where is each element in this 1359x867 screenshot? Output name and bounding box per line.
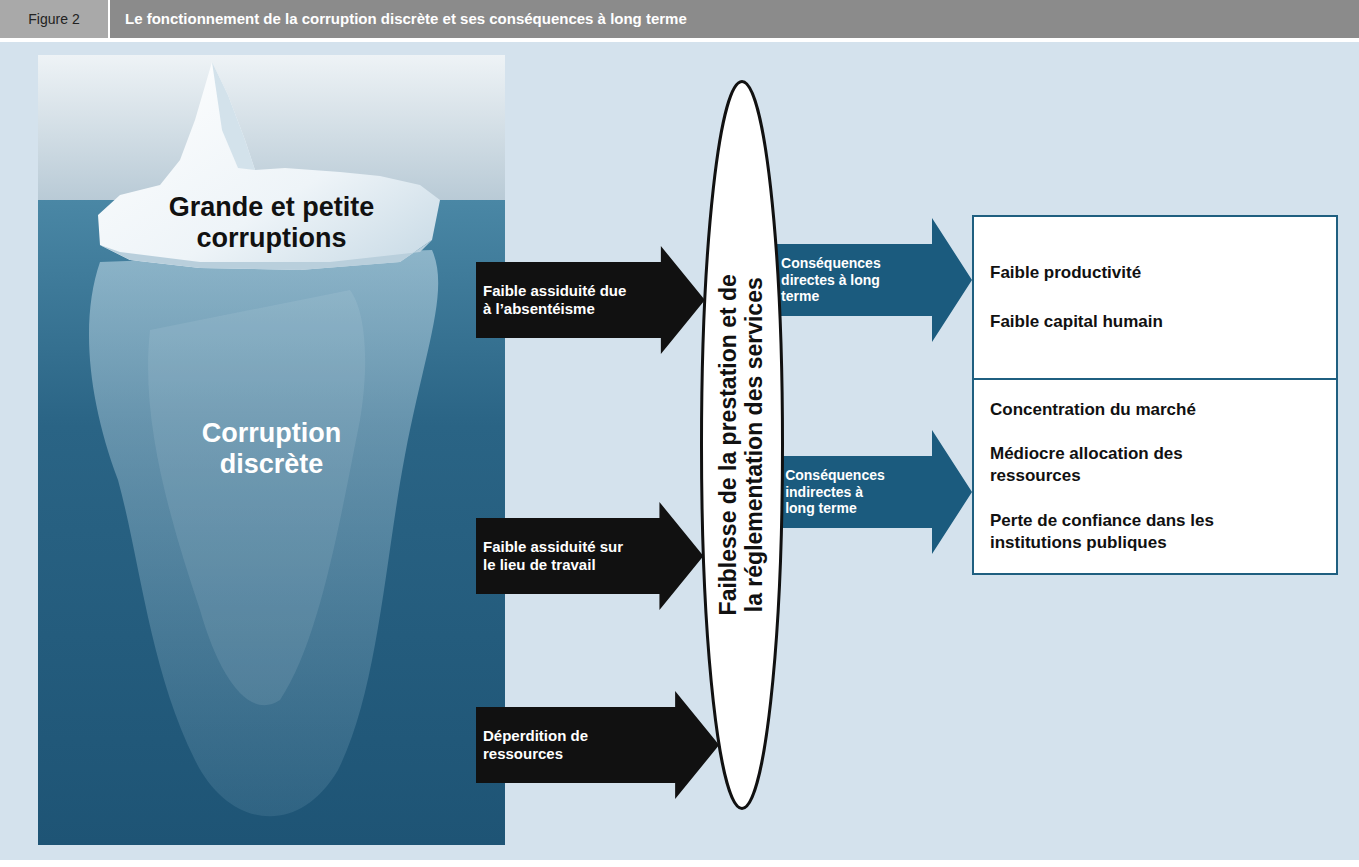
- iceberg-shade: [212, 62, 255, 170]
- box-item: Médiocre allocation des ressources: [990, 443, 1190, 487]
- box-item: Perte de confiance dans les institutions…: [990, 510, 1225, 554]
- iceberg-illustration: [38, 55, 505, 845]
- arrow-label: Conséquences indirectes à long terme: [785, 467, 891, 516]
- iceberg-heading: Corruption discrète: [172, 418, 372, 480]
- ellipse-shape: [702, 82, 783, 809]
- block-arrow: [774, 218, 972, 342]
- iceberg-panel: Grande et petite corruptionsCorruption d…: [38, 55, 505, 845]
- box-item: Faible productivité: [990, 262, 1141, 284]
- submerged-ice: [89, 250, 438, 816]
- iceberg-tip: [98, 62, 440, 270]
- arrow-label: Faible assiduité due à l’absentéisme: [483, 282, 633, 317]
- arrow-label: Conséquences directes à long terme: [781, 255, 887, 304]
- figure-title: Le fonctionnement de la corruption discr…: [125, 0, 1345, 38]
- ellipse-text: Faiblesse de la prestation et de la régl…: [716, 269, 768, 621]
- block-arrow: [476, 502, 703, 610]
- consequence-box: Faible productivitéFaible capital humain: [972, 215, 1338, 380]
- figure-number: Figure 2: [0, 0, 108, 38]
- box-item: Faible capital humain: [990, 311, 1163, 333]
- submerged-ice-light: [148, 290, 365, 705]
- title-bar: Le fonctionnement de la corruption discr…: [125, 0, 1345, 38]
- consequence-box: Concentration du marchéMédiocre allocati…: [972, 378, 1338, 575]
- sea: [38, 200, 505, 845]
- figure-tab: [0, 0, 108, 38]
- block-arrow: [778, 430, 972, 554]
- figure-panel: [0, 42, 1359, 860]
- block-arrow: [476, 691, 719, 799]
- box-item: Concentration du marché: [990, 399, 1196, 421]
- title-bar: [110, 0, 1359, 38]
- iceberg-heading: Grande et petite corruptions: [122, 192, 422, 254]
- arrow-label: Faible assiduité sur le lieu de travail: [483, 538, 633, 573]
- block-arrow: [476, 246, 705, 354]
- figure-tab: Figure 2: [0, 0, 108, 38]
- arrow-label: Déperdition de ressources: [483, 727, 633, 762]
- outcome-ellipse: Faiblesse de la prestation et de la régl…: [700, 80, 784, 810]
